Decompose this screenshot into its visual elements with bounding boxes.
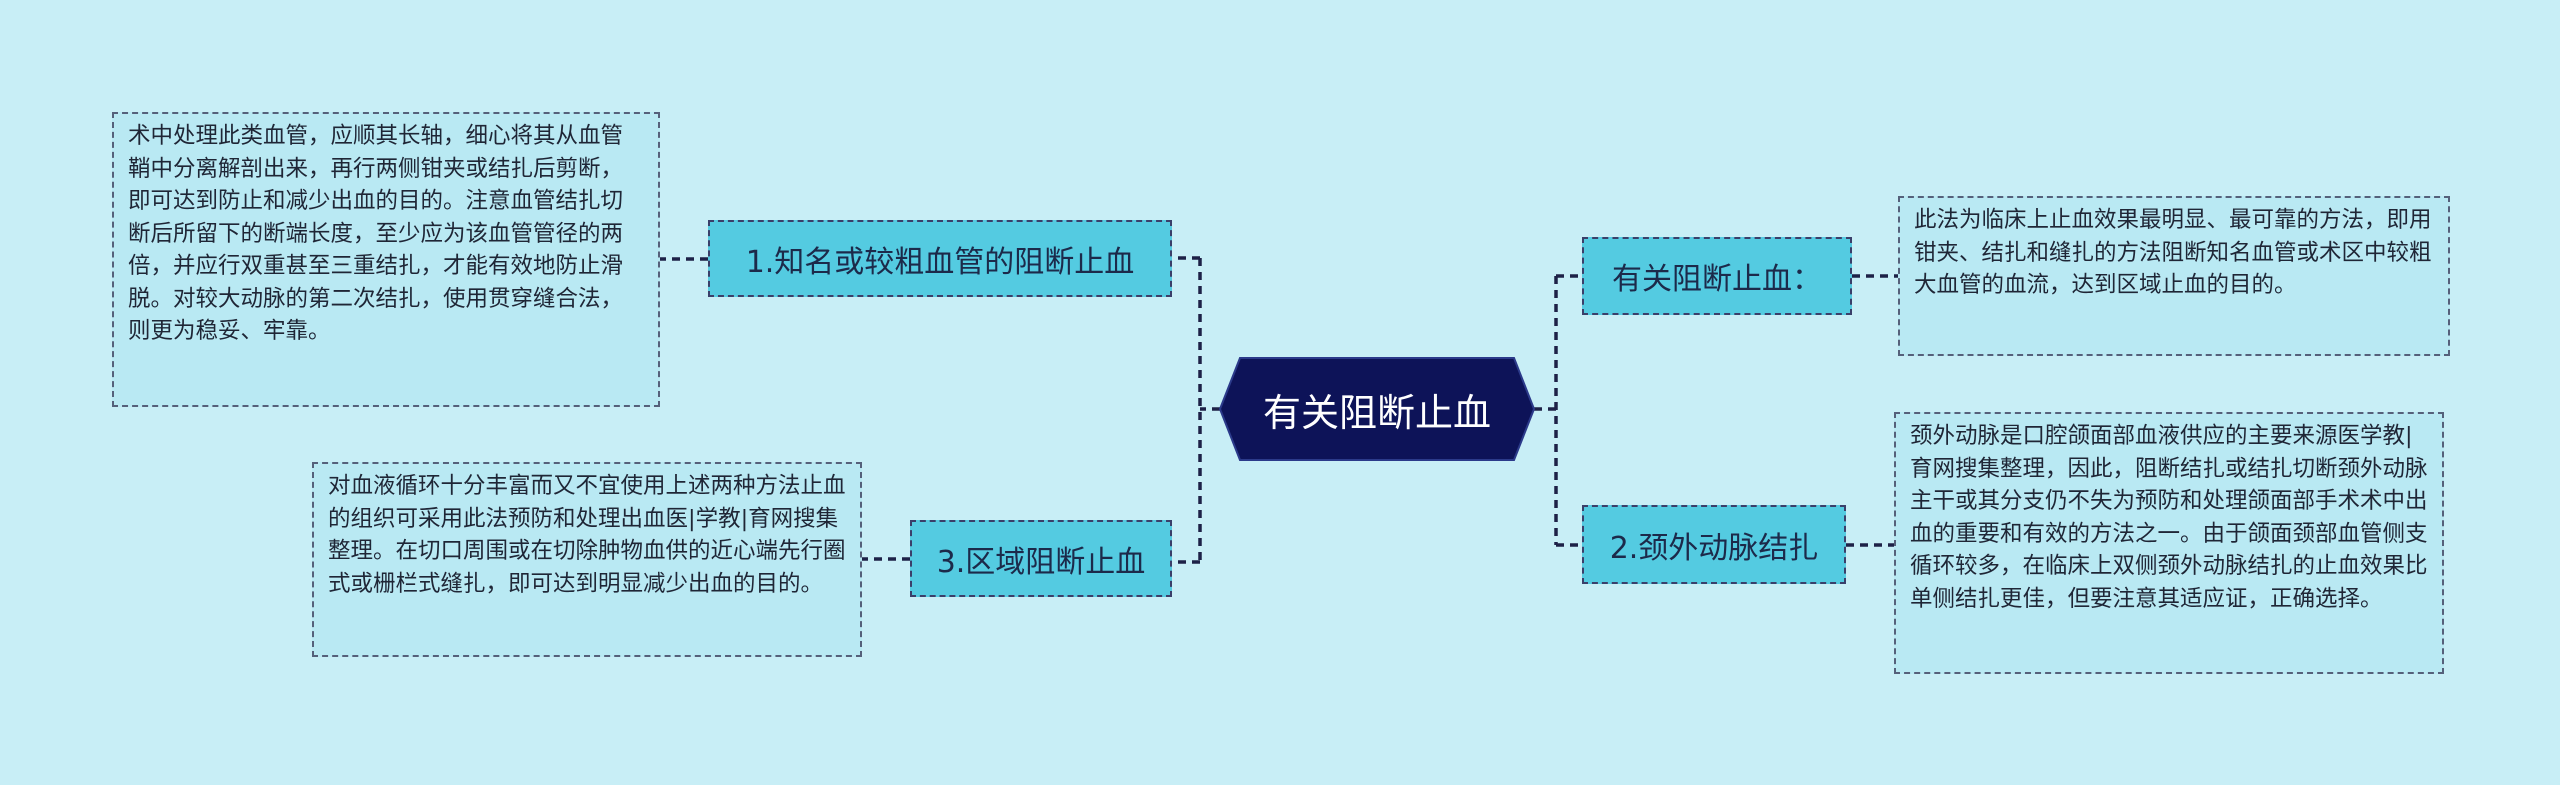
note-known-vessel-blocking: 术中处理此类血管，应顺其长轴，细心将其从血管鞘中分离解剖出来，再行两侧钳夹或结扎…: [112, 112, 660, 407]
branch-known-vessel-blocking[interactable]: 1.知名或较粗血管的阻断止血: [708, 220, 1172, 297]
root-node[interactable]: 有关阻断止血: [1262, 390, 1491, 435]
branch-regional-blocking[interactable]: 3.区域阻断止血: [910, 520, 1172, 597]
note-external-carotid-ligation: 颈外动脉是口腔颌面部血液供应的主要来源医学教|育网搜集整理，因此，阻断结扎或结扎…: [1894, 412, 2444, 674]
note-about-blocking: 此法为临床上止血效果最明显、最可靠的方法，即用钳夹、结扎和缝扎的方法阻断知名血管…: [1898, 196, 2450, 356]
note-regional-blocking: 对血液循环十分丰富而又不宜使用上述两种方法止血的组织可采用此法预防和处理出血医|…: [312, 462, 862, 657]
branch-external-carotid-ligation[interactable]: 2.颈外动脉结扎: [1582, 505, 1846, 584]
branch-about-blocking[interactable]: 有关阻断止血：: [1582, 237, 1852, 315]
